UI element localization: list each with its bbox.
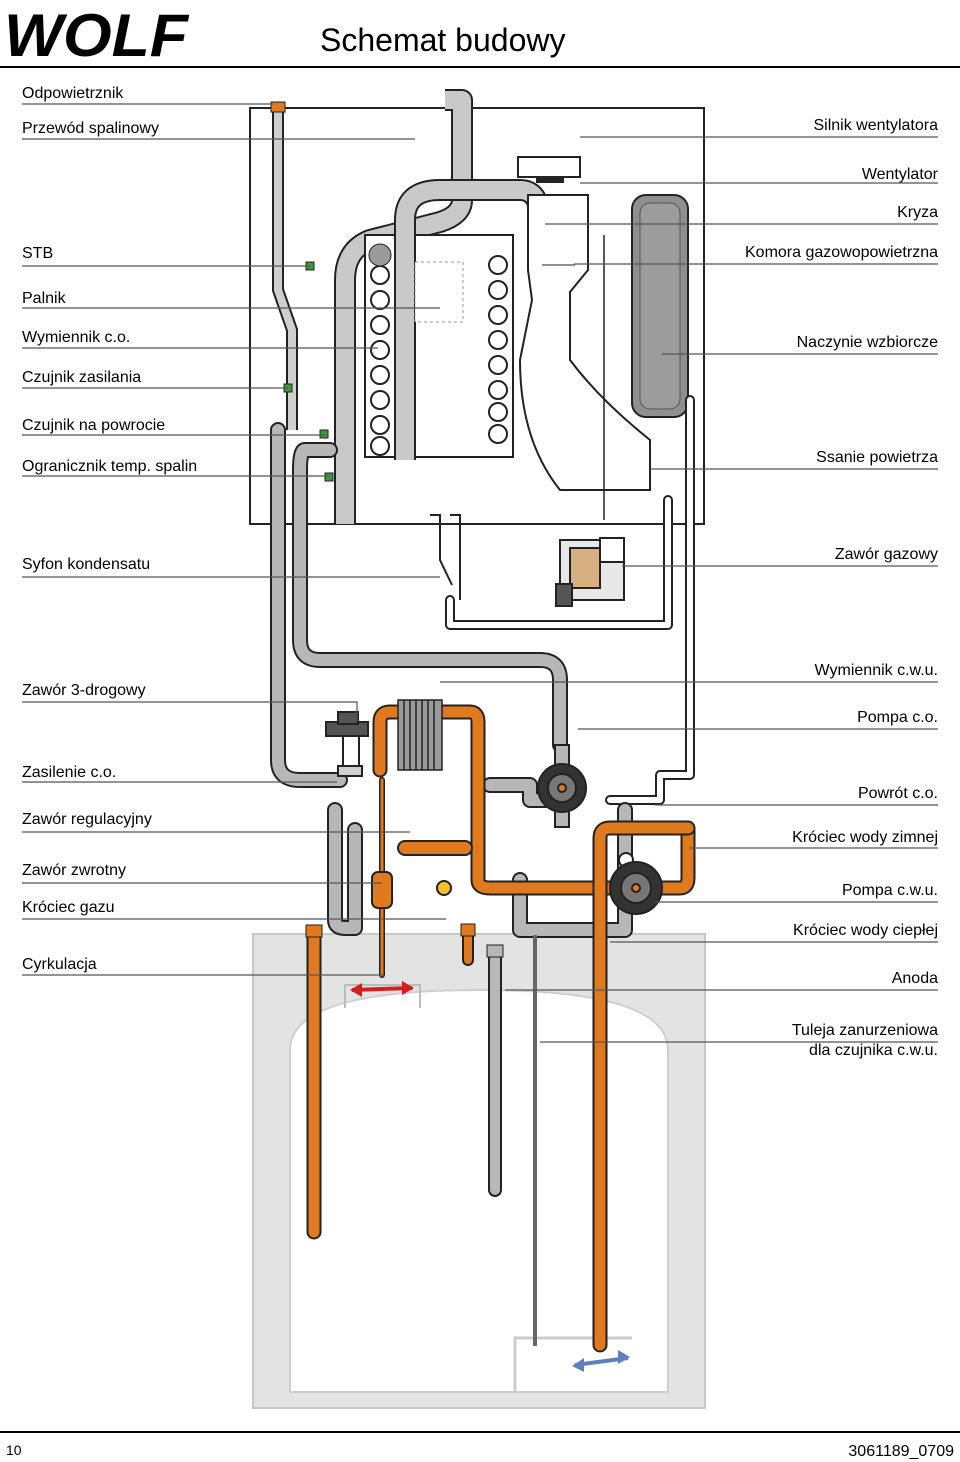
leader-lines-left — [22, 103, 446, 976]
ch-pump — [537, 744, 587, 828]
label-zawor-3-drogowy: Zawór 3-drogowy — [22, 682, 146, 699]
coils-right — [488, 255, 508, 444]
fan-motor — [517, 156, 581, 178]
condensate-siphon — [430, 514, 453, 586]
label-zawor-regulacyjny: Zawór regulacyjny — [22, 811, 152, 828]
wolf-logo: WOLF — [4, 6, 189, 61]
gas-valve — [555, 537, 625, 607]
dhw-pump — [609, 852, 663, 915]
label-wymiennik-co: Wymiennik c.o. — [22, 329, 131, 346]
label-dla-czujnika-cwu: dla czujnika c.w.u. — [809, 1042, 938, 1059]
coils-left — [370, 265, 390, 456]
label-cyrkulacja: Cyrkulacja — [22, 956, 97, 973]
label-silnik-wentylatora: Silnik wentylatora — [813, 117, 939, 134]
label-przewod-spalinowy: Przewód spalinowy — [22, 120, 159, 137]
leader-lines-right — [440, 136, 938, 1043]
header-divider — [0, 66, 960, 68]
label-krociec-wody-cieplej: Króciec wody ciepłej — [793, 922, 938, 939]
label-naczynie-wzbiorcze: Naczynie wzbiorcze — [796, 334, 938, 351]
label-krociec-gazu: Króciec gazu — [22, 899, 115, 916]
page-title: Schemat budowy — [320, 22, 566, 58]
plate-heat-exchanger — [397, 699, 443, 771]
label-komora-gazowopowietrzna: Komora gazowopowietrzna — [745, 244, 938, 261]
label-odpowietrznik: Odpowietrznik — [22, 85, 124, 102]
label-ogranicznik-temp-spalin: Ogranicznik temp. spalin — [22, 458, 198, 475]
label-wentylator: Wentylator — [861, 166, 938, 183]
label-wymiennik-cwu: Wymiennik c.w.u. — [814, 662, 938, 679]
label-zawor-zwrotny: Zawór zwrotny — [22, 862, 127, 879]
logo-text: WOLF — [4, 6, 189, 61]
label-powrot-co: Powrót c.o. — [857, 785, 938, 802]
document-number: 3061189_0709 — [848, 1443, 954, 1460]
label-zawor-gazowy: Zawór gazowy — [834, 546, 938, 563]
three-way-valve — [325, 711, 369, 777]
label-syfon-kondensatu: Syfon kondensatu — [22, 556, 151, 573]
orange-pipes — [306, 704, 696, 1353]
label-tuleja-zanurzeniowa: Tuleja zanurzeniowa — [791, 1022, 938, 1039]
label-pompa-cwu: Pompa c.w.u. — [841, 882, 938, 899]
label-kryza: Kryza — [897, 204, 938, 221]
label-ssanie-powietrza: Ssanie powietrza — [816, 449, 938, 466]
label-pompa-co: Pompa c.o. — [857, 709, 938, 726]
label-czujnik-na-powrocie: Czujnik na powrocie — [22, 417, 166, 434]
label-stb: STB — [22, 245, 54, 262]
label-czujnik-zasilania: Czujnik zasilania — [22, 369, 142, 386]
label-palnik: Palnik — [22, 290, 66, 307]
gas-air-chamber — [518, 194, 651, 491]
label-anoda: Anoda — [891, 970, 938, 987]
page-number: 10 — [6, 1442, 22, 1458]
footer-divider — [0, 1431, 960, 1433]
label-zasilenie-co: Zasilenie c.o. — [22, 764, 117, 781]
label-krociec-wody-zimnej: Króciec wody zimnej — [792, 829, 938, 846]
